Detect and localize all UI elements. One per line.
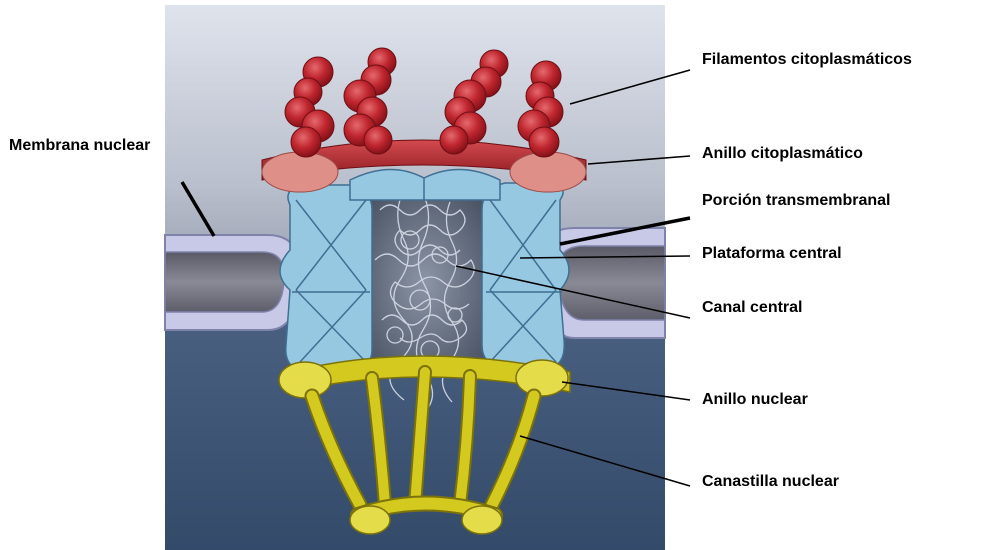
- label-canastilla-nuclear: Canastilla nuclear: [702, 473, 839, 491]
- cytoplasmic-ring-cap-right: [510, 152, 586, 192]
- label-anillo-nuclear: Anillo nuclear: [702, 391, 808, 409]
- cytoplasmic-ring-cap-left: [262, 152, 338, 192]
- label-porcion-transmembranal: Porción transmembranal: [702, 192, 891, 210]
- nuclear-envelope-left: [165, 235, 300, 330]
- spoke-complex-right: [482, 183, 569, 368]
- central-channel: [360, 190, 490, 375]
- spoke-complex-left: [280, 185, 372, 370]
- label-membrana-nuclear: Membrana nuclear: [9, 137, 150, 155]
- label-anillo-citoplasmatico: Anillo citoplasmático: [702, 145, 863, 163]
- label-plataforma-central: Plataforma central: [702, 245, 842, 263]
- label-canal-central: Canal central: [702, 299, 802, 317]
- label-filamentos-citoplasmaticos: Filamentos citoplasmáticos: [702, 51, 912, 69]
